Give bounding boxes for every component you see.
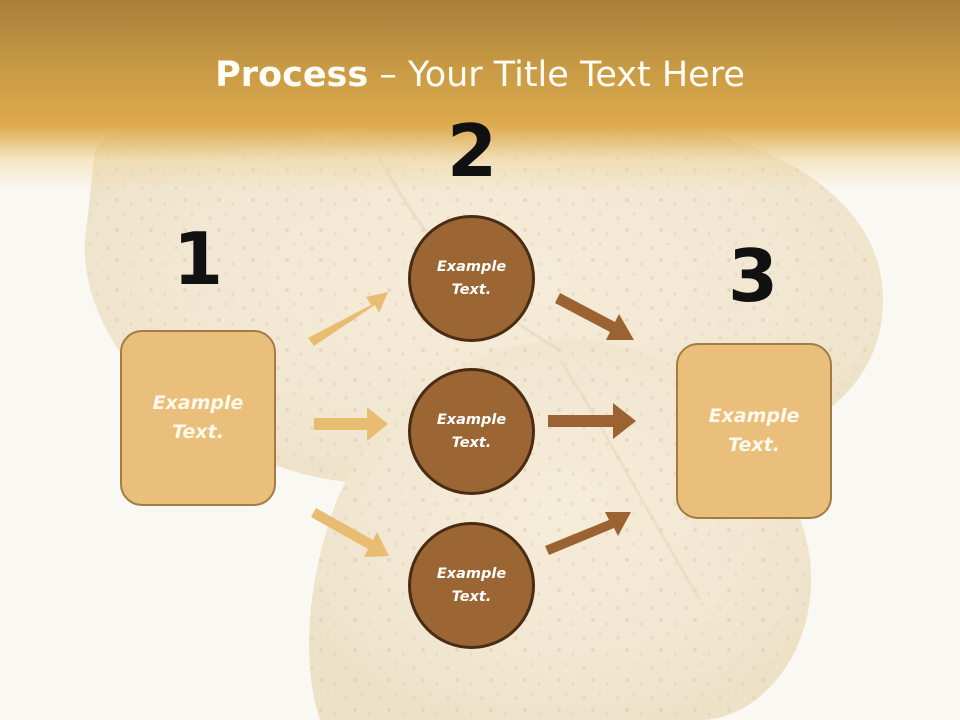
arrow-1-to-2b xyxy=(314,407,388,441)
step-1-number: 1 xyxy=(172,217,224,301)
step-1-text-line1: Example xyxy=(152,392,244,414)
step-1-text-line2: Text. xyxy=(172,421,224,443)
arrow-1-to-2a xyxy=(308,292,388,346)
arrow-1-to-2c xyxy=(311,508,389,557)
header-band xyxy=(0,0,960,190)
circle-3-text-line2: Text. xyxy=(451,588,492,605)
circle-1-text-line1: Example xyxy=(436,258,507,275)
circle-3-text-line1: Example xyxy=(436,565,507,582)
title-bold: Process xyxy=(215,55,369,95)
slide-title: Process – Your Title Text Here xyxy=(0,52,960,98)
step-2-number: 2 xyxy=(446,109,498,193)
step-3-text-line2: Text. xyxy=(728,434,780,456)
circle-2-text-line2: Text. xyxy=(451,434,492,451)
arrow-2c-to-3 xyxy=(545,512,631,555)
circle-2-text-line1: Example xyxy=(436,411,507,428)
step-3-number: 3 xyxy=(727,234,779,318)
circle-1-text-line2: Text. xyxy=(451,281,492,298)
arrow-2a-to-3 xyxy=(555,293,634,340)
arrow-2b-to-3 xyxy=(548,403,636,439)
step-3-text-line1: Example xyxy=(708,405,800,427)
title-rest: – Your Title Text Here xyxy=(368,55,745,95)
